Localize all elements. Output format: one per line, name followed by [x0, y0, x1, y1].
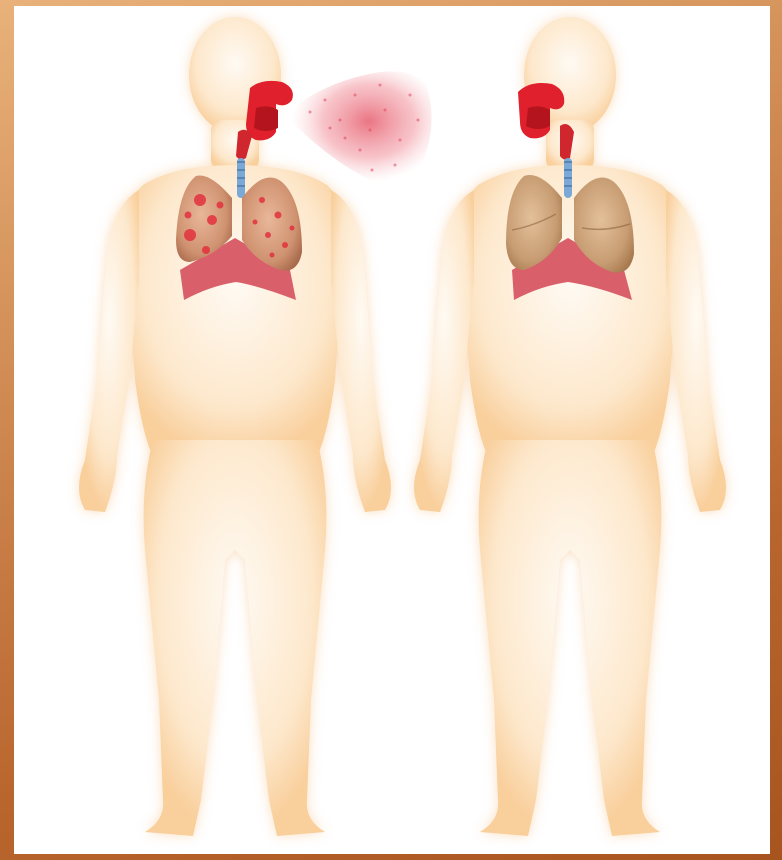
exhaled-droplet-cloud — [292, 71, 432, 182]
